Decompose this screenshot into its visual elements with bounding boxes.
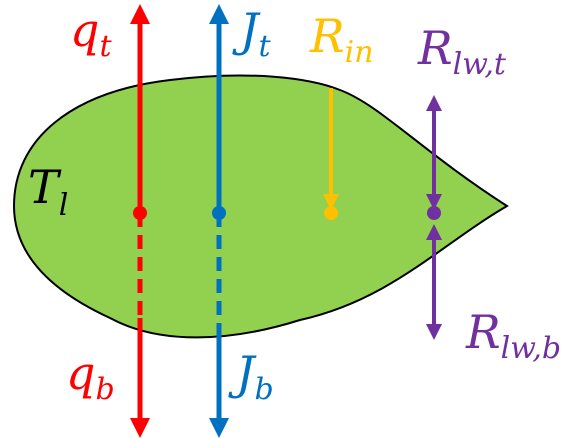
leaf-shape [12,74,509,339]
incoming-radiation-node [324,206,338,220]
longwave-bottom-label: Rlw,b [465,305,561,366]
heat-flux-node [133,206,147,220]
heat-bottom-label: qb [66,346,115,407]
leaf-temperature-label: Tl [28,160,68,223]
radiation-in-label: Rin [309,9,374,70]
flux-top-label: Jt [232,3,271,64]
heat-top-label: qt [70,3,112,64]
longwave-radiation-arrows [426,95,442,340]
longwave-node [427,206,441,220]
longwave-top-label: Rlw,t [417,21,507,82]
flux-bottom-label: Jb [228,346,274,407]
heat-flux-arrow [130,3,150,438]
incoming-radiation-arrow [323,88,339,220]
water-flux-arrow [209,3,229,438]
water-flux-node [212,206,226,220]
